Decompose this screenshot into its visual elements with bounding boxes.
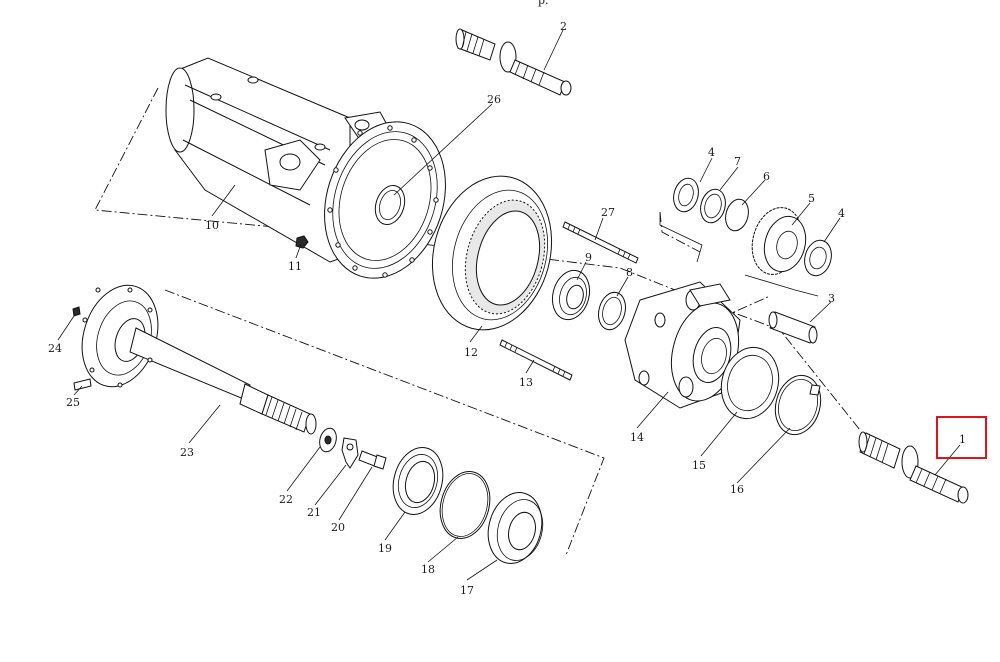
part-6-snap-ring <box>725 198 749 232</box>
part-8-snap-ring <box>598 291 626 331</box>
part-9-bearing <box>551 269 591 321</box>
part-19-oil-seal <box>392 447 444 515</box>
part-27-stud <box>562 221 639 264</box>
highlight-box <box>936 416 987 459</box>
part-4-bearing-top <box>673 177 699 213</box>
label-part-4-top[interactable]: 4 <box>708 146 715 159</box>
label-part-19[interactable]: 19 <box>378 542 392 555</box>
part-5-planet-gear <box>751 207 807 275</box>
part-26-housing-flange <box>324 121 446 279</box>
label-part-23[interactable]: 23 <box>180 446 194 459</box>
part-18-o-ring <box>439 471 491 539</box>
part-15-thrust-washer <box>720 346 780 420</box>
label-part-4-bottom[interactable]: 4 <box>838 207 845 220</box>
label-part-17[interactable]: 17 <box>460 584 474 597</box>
label-part-9[interactable]: 9 <box>585 251 592 264</box>
top-caption: p. <box>538 0 549 7</box>
part-1-sun-gear-shaft <box>858 431 969 504</box>
label-part-13[interactable]: 13 <box>519 376 533 389</box>
part-23-axle-shaft <box>81 284 317 435</box>
part-10-axle-housing <box>165 57 391 263</box>
label-part-8[interactable]: 8 <box>626 266 633 279</box>
part-11-nut <box>295 235 309 249</box>
label-part-12[interactable]: 12 <box>464 346 478 359</box>
part-25-bolt <box>73 378 92 391</box>
label-part-27[interactable]: 27 <box>601 206 615 219</box>
part-21-lock-plate <box>341 437 359 469</box>
label-part-3[interactable]: 3 <box>828 292 835 305</box>
label-part-7[interactable]: 7 <box>734 155 741 168</box>
part-13-stud <box>499 339 573 381</box>
part-22-washer <box>319 427 337 453</box>
label-part-16[interactable]: 16 <box>730 483 744 496</box>
label-part-21[interactable]: 21 <box>307 506 321 519</box>
label-part-20[interactable]: 20 <box>331 521 345 534</box>
leader-lines <box>57 29 961 581</box>
part-3-planet-pin <box>768 311 818 344</box>
part-16-circlip <box>774 374 822 436</box>
label-part-15[interactable]: 15 <box>692 459 706 472</box>
label-part-14[interactable]: 14 <box>630 431 644 444</box>
label-part-1[interactable]: 1 <box>959 433 966 446</box>
part-4-bearing-bottom <box>804 239 832 277</box>
label-part-6[interactable]: 6 <box>763 170 770 183</box>
part-14-planet-carrier <box>624 281 741 409</box>
label-part-26[interactable]: 26 <box>487 93 501 106</box>
label-part-25[interactable]: 25 <box>66 396 80 409</box>
part-24-bolt <box>72 306 81 317</box>
label-part-2[interactable]: 2 <box>560 20 567 33</box>
part-17-bearing <box>487 492 544 564</box>
part-12-ring-gear <box>431 175 553 331</box>
label-part-11[interactable]: 11 <box>288 260 302 273</box>
label-part-22[interactable]: 22 <box>279 493 293 506</box>
label-part-24[interactable]: 24 <box>48 342 62 355</box>
label-part-5[interactable]: 5 <box>808 192 815 205</box>
label-part-18[interactable]: 18 <box>421 563 435 576</box>
part-2-splined-shaft <box>455 28 572 96</box>
label-part-10[interactable]: 10 <box>205 219 219 232</box>
part-7-washer <box>700 188 726 224</box>
part-labels: 1 2 3 4 4 5 6 7 8 9 10 11 12 13 14 15 16… <box>48 20 966 597</box>
part-20-bolt <box>358 450 387 470</box>
